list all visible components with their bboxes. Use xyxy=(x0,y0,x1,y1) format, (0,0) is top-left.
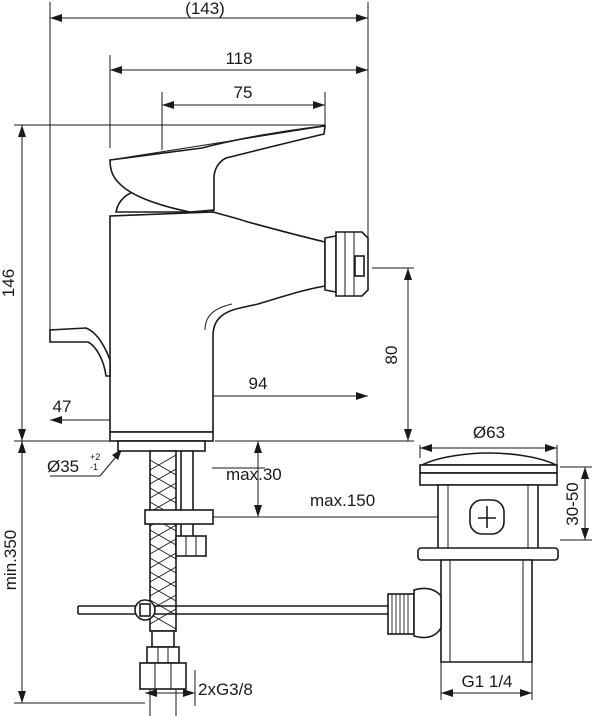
pop-up-rod xyxy=(77,599,388,621)
extension-lines xyxy=(14,2,592,706)
label-waste-diameter: Ø63 xyxy=(473,423,505,442)
label-hole-tol-minus: -1 xyxy=(90,462,98,472)
label-base-offset: 47 xyxy=(53,397,72,416)
label-outlet-height: 80 xyxy=(382,346,401,365)
label-spout-reach: 94 xyxy=(249,374,268,393)
label-lever-length: 75 xyxy=(234,83,253,102)
pop-up-waste xyxy=(387,452,559,663)
label-hose-length: min.350 xyxy=(1,530,20,590)
label-waste-adjust: 30-50 xyxy=(563,482,582,525)
label-rod-reach: max.150 xyxy=(310,491,375,510)
mixer-body xyxy=(49,125,369,452)
label-hole-tol-plus: +2 xyxy=(90,452,100,462)
label-body-width: 118 xyxy=(225,49,252,68)
supply-hoses xyxy=(139,450,214,716)
label-deck-thickness: max.30 xyxy=(226,465,282,484)
label-overall-width: (143) xyxy=(185,0,225,18)
label-total-height: 146 xyxy=(0,269,18,297)
dimension-labels: (143) 118 75 146 80 94 47 Ø35 +2 -1 max.… xyxy=(0,0,582,699)
label-waste-thread: G1 1/4 xyxy=(461,672,512,691)
label-connections: 2xG3/8 xyxy=(198,680,253,699)
label-hole-diameter: Ø35 xyxy=(47,457,79,476)
